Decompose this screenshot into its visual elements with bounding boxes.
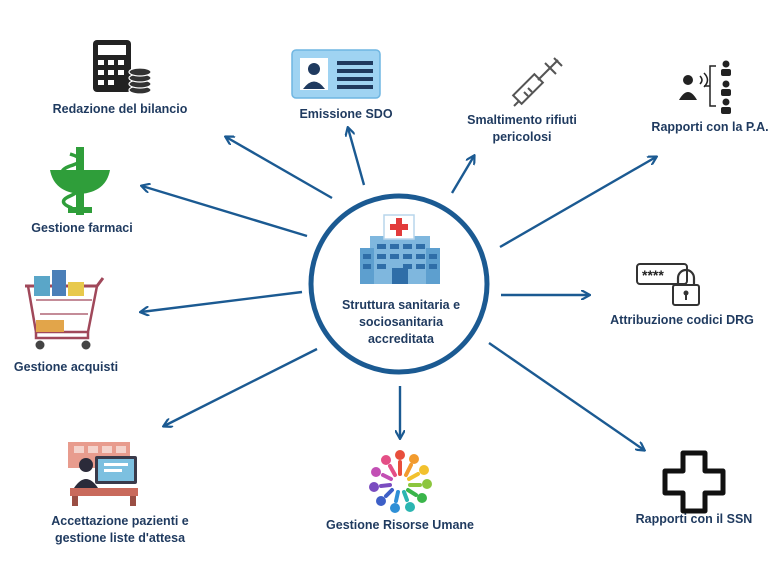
people-circle-icon xyxy=(369,450,432,513)
label-rifiuti: Smaltimento rifiuti pericolosi xyxy=(467,113,577,144)
shopping-cart-icon xyxy=(25,270,105,350)
label-bilancio: Redazione del bilancio xyxy=(52,102,188,116)
arrow-pa xyxy=(499,157,656,249)
syringe-icon xyxy=(511,57,563,107)
arrow-sdo xyxy=(348,128,366,186)
label-drg: Attribuzione codici DRG xyxy=(610,313,754,327)
arrow-ssn xyxy=(488,342,644,450)
label-acquisti: Gestione acquisti xyxy=(13,360,119,374)
label-ssn: Rapporti con il SSN xyxy=(635,512,753,526)
label-accettazione: Accettazione pazienti e gestione liste d… xyxy=(51,514,189,545)
calculator-coins-icon xyxy=(93,40,152,95)
reception-desk-icon xyxy=(68,442,138,506)
arrow-farmaci xyxy=(142,186,308,238)
id-card-icon xyxy=(291,49,381,99)
arrow-accettazione xyxy=(164,347,318,426)
org-chart-icon xyxy=(679,60,731,114)
hospital-icon xyxy=(360,214,440,284)
label-risorse: Gestione Risorse Umane xyxy=(326,518,474,532)
svg-text:****: **** xyxy=(642,267,664,283)
pharmacy-symbol-icon xyxy=(50,147,110,215)
label-pa: Rapporti con la P.A. xyxy=(651,120,769,134)
medical-cross-icon xyxy=(662,450,726,514)
arrows xyxy=(141,128,656,450)
password-lock-icon: **** xyxy=(636,263,700,306)
arrow-bilancio xyxy=(226,137,333,200)
arrow-rifiuti xyxy=(450,156,474,194)
label-sdo: Emissione SDO xyxy=(299,107,393,121)
arrow-acquisti xyxy=(141,290,303,312)
label-farmaci: Gestione farmaci xyxy=(31,221,133,235)
center-label: Struttura sanitaria e sociosanitaria acc… xyxy=(341,298,461,346)
